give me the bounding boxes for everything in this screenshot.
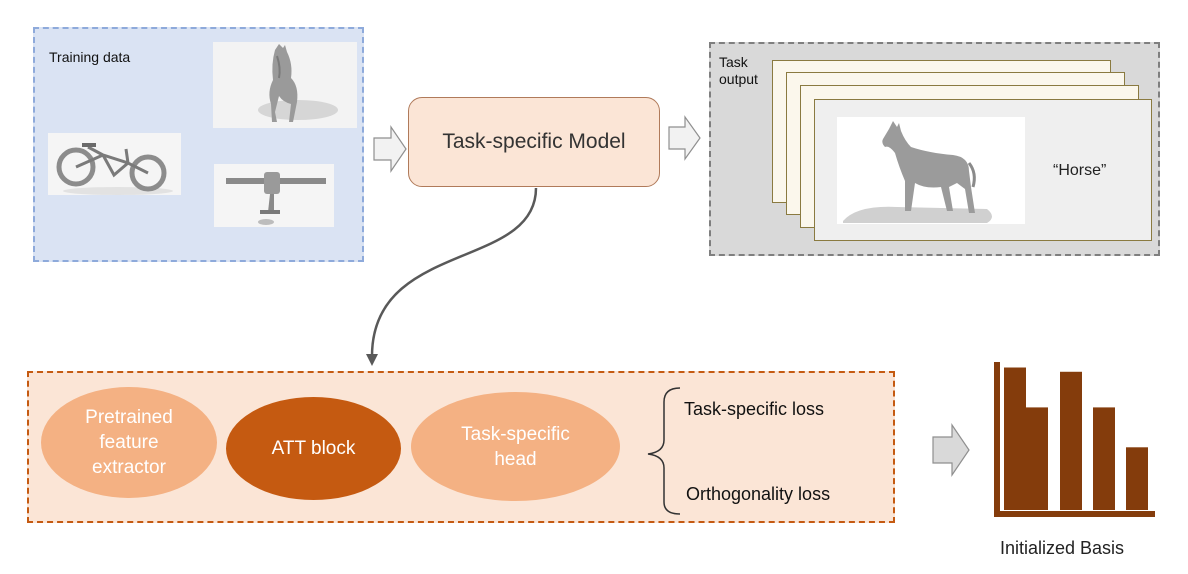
initialized-basis-label: Initialized Basis [1000,538,1125,558]
feature-extractor-label: Pretrained feature extractor [85,407,173,478]
output-card-front: “Horse” [814,99,1152,241]
right-arrow-icon [932,423,970,477]
basis-bar [1093,407,1115,510]
task-specific-model-label: Task-specific Model [442,130,626,153]
task-loss-label: Task-specific loss [684,399,825,419]
airplane-image [214,164,334,227]
basis-bar [1126,447,1148,510]
horse-output-image [837,117,1025,224]
orthogonality-loss-label: Orthogonality loss [686,484,831,504]
training-data-label: Training data [49,49,131,65]
basis-bars-icon [994,362,1155,517]
basis-bar [1004,367,1026,510]
curly-brace-icon [647,387,681,515]
att-block-label: ATT block [271,438,356,459]
prediction-label: “Horse” [1053,162,1107,179]
horse-image [213,42,357,128]
basis-bar [1026,407,1048,510]
task-head-label: Task-specific head [461,423,570,470]
basis-bar [1060,371,1082,510]
task-specific-model-box: Task-specific Model [408,97,660,187]
bicycle-image [48,133,181,195]
att-block-node: ATT block [226,397,401,500]
right-arrow-icon [373,125,407,173]
right-arrow-icon [668,115,701,161]
task-head-node: Task-specific head [411,392,620,501]
feature-extractor-node: Pretrained feature extractor [41,387,217,498]
task-output-label: Task output [719,54,758,87]
